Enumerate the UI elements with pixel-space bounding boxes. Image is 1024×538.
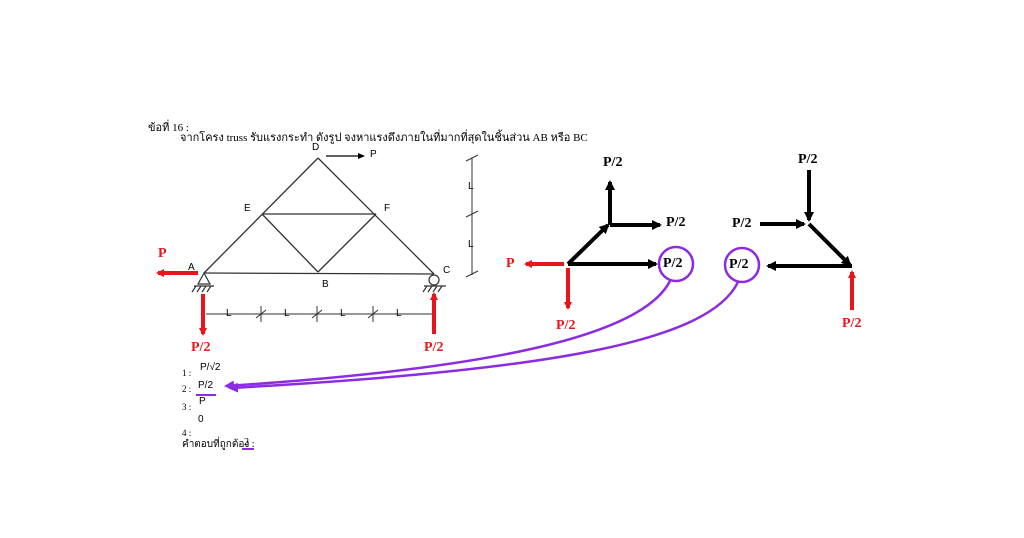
answer-label: คำตอบที่ถูกต้อง : [182, 439, 255, 450]
member-AC [203, 272, 435, 275]
dim-label-vert-1: L [468, 181, 474, 192]
fbd-a-label-top: P/2 [603, 155, 623, 170]
member-FB [317, 213, 377, 273]
node-label-F: F [384, 203, 391, 214]
fbd-c-diagonal [807, 222, 852, 267]
member-EB [261, 213, 319, 273]
member-DC [317, 157, 435, 275]
fbd-a-label-circled: P/2 [663, 256, 683, 271]
node-label-D: D [312, 142, 320, 153]
choice-2-value[interactable]: P/2 [198, 380, 214, 391]
dim-label-horiz-2: L [284, 308, 290, 319]
fbd-c-label-left: P/2 [732, 216, 752, 231]
connector-curve-left [224, 280, 672, 391]
choice-1-number: 1 : [182, 368, 192, 378]
reaction-label-left-horizontal: P [158, 246, 167, 261]
reaction-arrows [156, 269, 438, 336]
question-text: จากโครง truss รับแรงกระทำ ดังรูป จงหาแรง… [180, 132, 588, 144]
fbd-a-label-right-upper: P/2 [666, 215, 686, 230]
dim-label-vert-2: L [468, 239, 474, 250]
fbd-c-highlight-circle [723, 246, 761, 284]
node-label-B: B [322, 279, 329, 290]
choice-3-number: 3 : [182, 402, 192, 412]
roller-support-C [422, 274, 446, 293]
dim-label-horiz-3: L [340, 308, 346, 319]
dim-label-horiz-1: L [226, 308, 232, 319]
fbd-joint-C [723, 170, 856, 310]
choice-2-number: 2 : [182, 384, 192, 394]
vertical-dimension [465, 154, 479, 278]
fbd-a-label-bottom: P/2 [556, 318, 576, 333]
truss [203, 157, 435, 275]
fbd-c-label-top: P/2 [798, 152, 818, 167]
fbd-a-label-left: P [506, 256, 515, 271]
reaction-label-left-vertical: P/2 [191, 340, 211, 355]
choice-4-value[interactable]: 0 [198, 414, 204, 425]
node-label-C: C [443, 265, 451, 276]
pin-support-A [191, 271, 214, 293]
load-label-D: P [370, 149, 377, 160]
node-label-A: A [188, 262, 195, 273]
answer-value: 2 [244, 437, 249, 448]
node-label-E: E [244, 203, 251, 214]
fbd-joint-A [524, 180, 695, 310]
reaction-label-right-vertical: P/2 [424, 340, 444, 355]
question-number: ข้อที่ 16 : [148, 122, 189, 134]
fbd-c-label-circled: P/2 [729, 257, 749, 272]
horizontal-dimension [206, 306, 434, 322]
dim-label-horiz-4: L [396, 308, 402, 319]
member-AD [203, 157, 319, 274]
fbd-c-label-bottom: P/2 [842, 316, 862, 331]
fbd-a-diagonal [566, 223, 610, 266]
choice-1-value[interactable]: P/√2 [200, 362, 221, 373]
connector-curve-right [228, 281, 740, 393]
choice-3-value[interactable]: P [199, 396, 206, 407]
choice-4-number: 4 : [182, 428, 192, 438]
fbd-a-highlight-circle [657, 245, 695, 283]
